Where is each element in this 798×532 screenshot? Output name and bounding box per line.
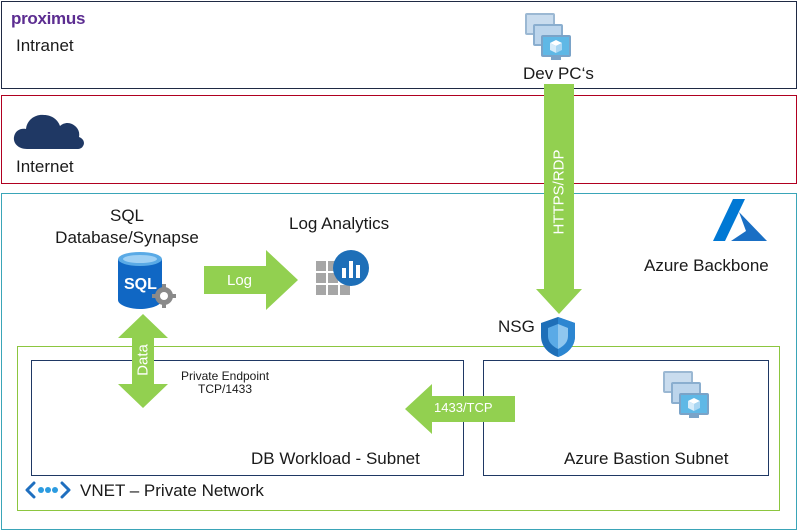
dev-pcs-label: Dev PC‘s (523, 64, 594, 83)
internet-zone (1, 95, 797, 184)
vnet-icon (25, 480, 71, 500)
cloud-icon (13, 112, 85, 150)
azure-logo-icon (712, 198, 768, 242)
bastion-subnet-label: Azure Bastion Subnet (564, 449, 729, 468)
log-analytics-icon (313, 246, 373, 304)
data-label: Data (134, 344, 152, 376)
vnet-zone (17, 346, 780, 511)
intranet-zone (1, 1, 797, 89)
sql-label-line1: SQL (109, 206, 145, 225)
proximus-logo: proximus (11, 9, 86, 28)
data-arrow (118, 314, 168, 408)
vnet-label: VNET – Private Network (80, 481, 264, 500)
internet-label: Internet (16, 157, 74, 176)
sql-icon-text: SQL (124, 276, 157, 293)
tcp-1433-label: 1433/TCP (434, 400, 493, 415)
db-subnet-label: DB Workload - Subnet (251, 449, 420, 468)
https-rdp-label: HTTPS/RDP (550, 149, 568, 235)
azure-backbone-label: Azure Backbone (644, 256, 769, 275)
virtual-machines-icon (524, 12, 574, 62)
tcp-1433-arrow (405, 384, 515, 434)
sql-label-line2: Database/Synapse (55, 228, 199, 247)
https-rdp-arrow (536, 84, 582, 314)
nsg-label: NSG (498, 317, 535, 336)
private-endpoint-line2: TCP/1433 (197, 382, 253, 396)
intranet-label: Intranet (16, 36, 74, 55)
shield-icon (540, 316, 576, 358)
azure-backbone-zone (1, 193, 797, 530)
log-label: Log (227, 272, 253, 289)
bastion-virtual-machines-icon (662, 370, 712, 420)
log-arrow (204, 250, 298, 310)
log-analytics-label: Log Analytics (289, 214, 390, 233)
sql-database-icon (114, 250, 180, 312)
private-endpoint-line1: Private Endpoint (180, 369, 270, 383)
